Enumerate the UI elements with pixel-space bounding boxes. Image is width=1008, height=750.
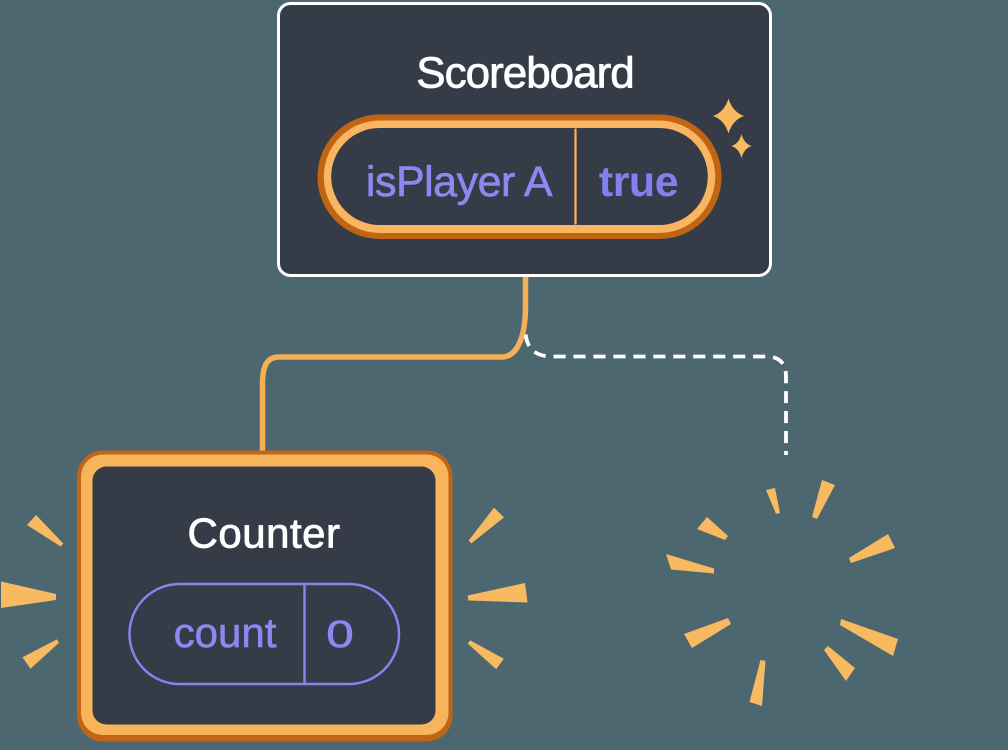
- svg-text:0: 0: [326, 614, 354, 656]
- svg-text:Counter: Counter: [188, 510, 341, 557]
- svg-text:isPlayer A: isPlayer A: [366, 158, 553, 206]
- svg-text:Scoreboard: Scoreboard: [416, 49, 633, 98]
- svg-text:count: count: [174, 609, 277, 656]
- svg-text:true: true: [599, 158, 678, 206]
